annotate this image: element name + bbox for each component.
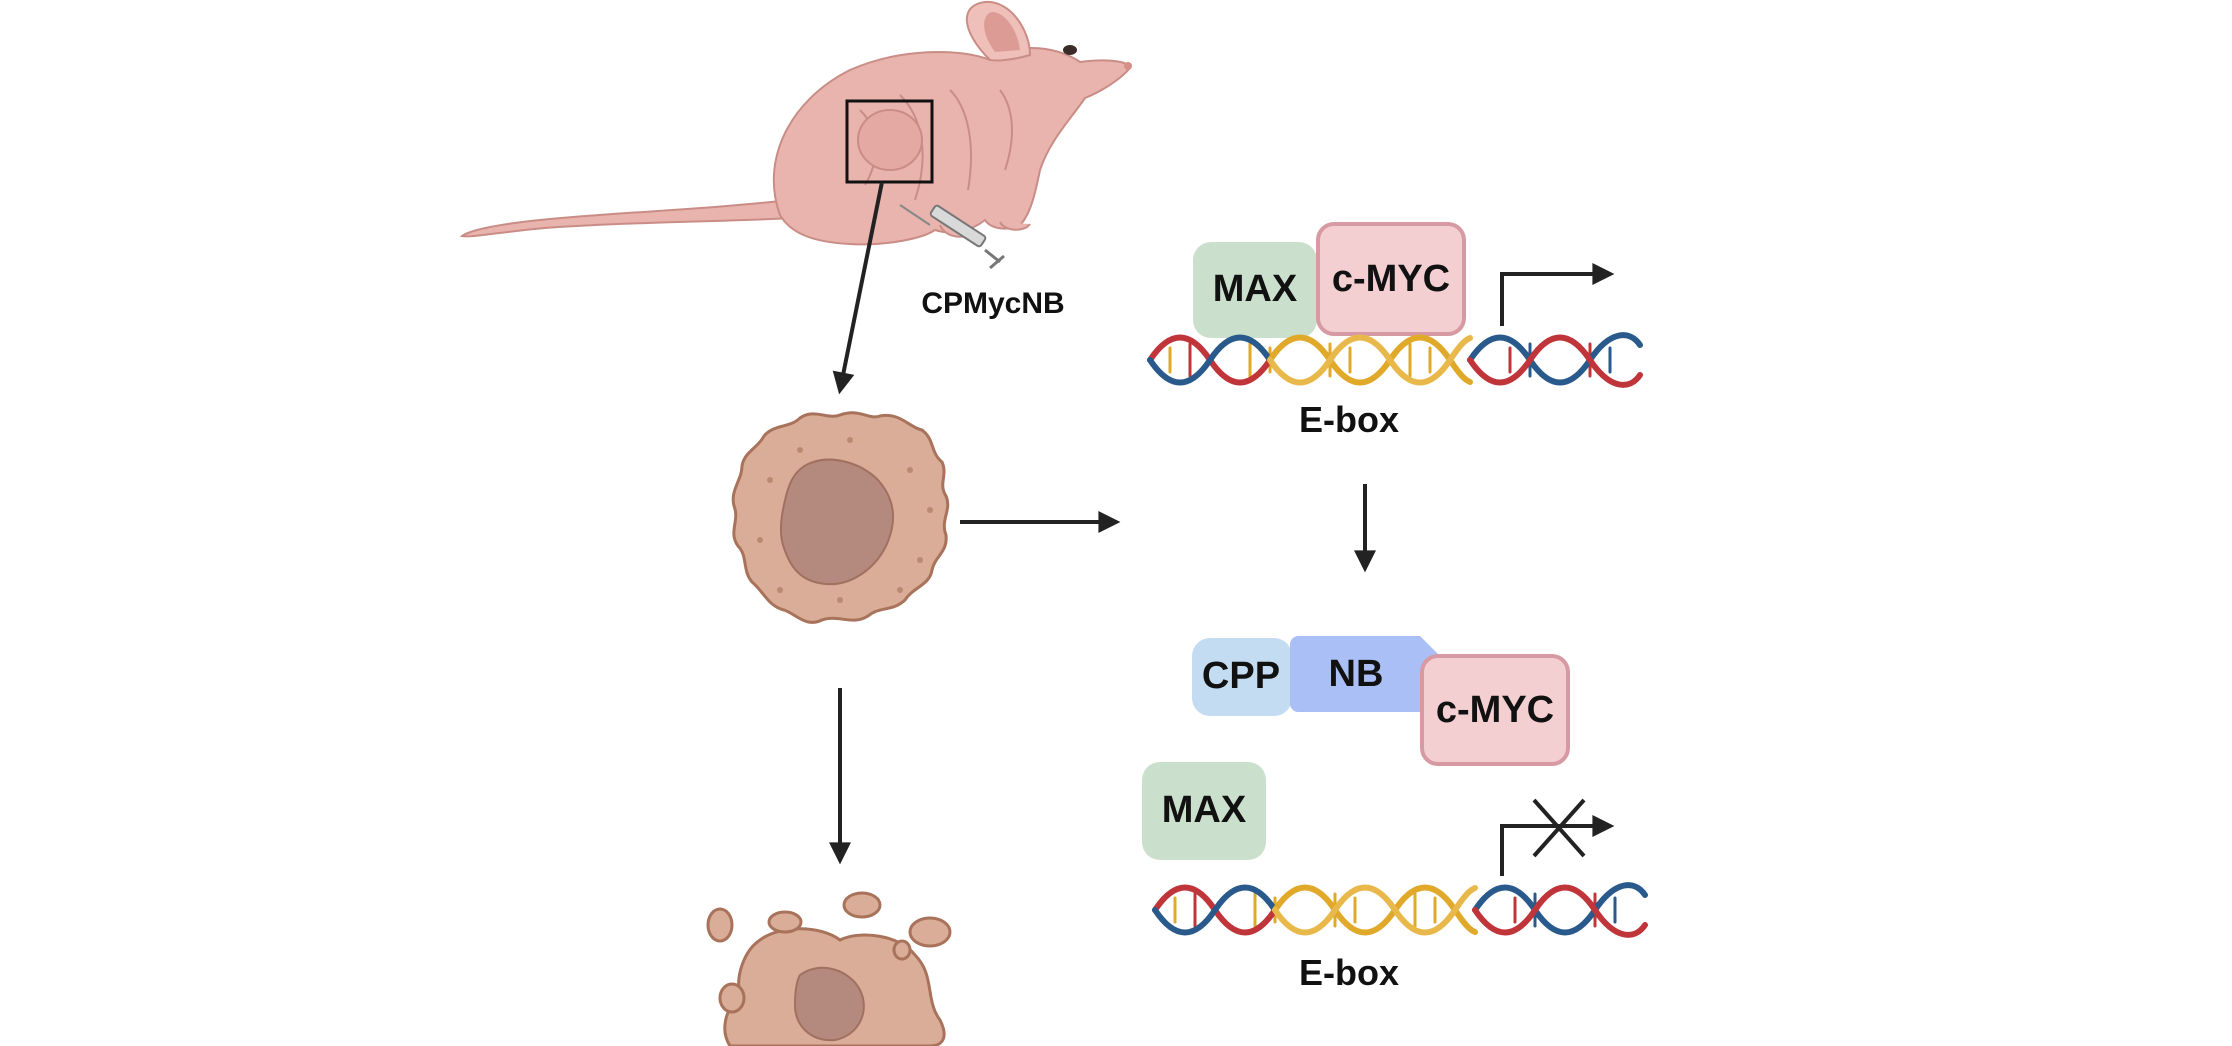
dna-helix-top — [1147, 332, 1643, 388]
max-protein-top — [1193, 242, 1317, 338]
syringe-icon — [899, 204, 1005, 270]
max-label-bottom: MAX — [1162, 789, 1247, 831]
max-protein-bottom — [1142, 762, 1266, 860]
arrow-mouse-to-cell — [832, 181, 884, 395]
ebox-label-bottom: E-box — [1299, 952, 1399, 993]
nb-protein — [1290, 636, 1440, 712]
cpp-protein — [1192, 638, 1292, 716]
fragmented-cell-icon — [706, 891, 952, 1046]
cmyc-label-top: c-MYC — [1332, 258, 1450, 300]
mouse-illustration — [459, 0, 1132, 246]
blocked-transcription-icon — [1500, 798, 1615, 876]
cmyc-protein-bottom — [1420, 654, 1570, 766]
tumor-cell-icon — [731, 411, 950, 624]
injection-label: CPMycNB — [921, 287, 1064, 320]
max-label-top: MAX — [1213, 268, 1298, 310]
transcription-arrow-icon — [1500, 263, 1615, 326]
dna-helix-bottom — [1152, 882, 1648, 938]
tumor-focus-box — [845, 99, 934, 184]
ebox-label-top: E-box — [1299, 399, 1399, 440]
cmyc-protein-top — [1316, 222, 1466, 336]
cmyc-label-bottom: c-MYC — [1436, 689, 1554, 731]
nb-label: NB — [1329, 653, 1384, 695]
cpp-label: CPP — [1202, 655, 1280, 697]
